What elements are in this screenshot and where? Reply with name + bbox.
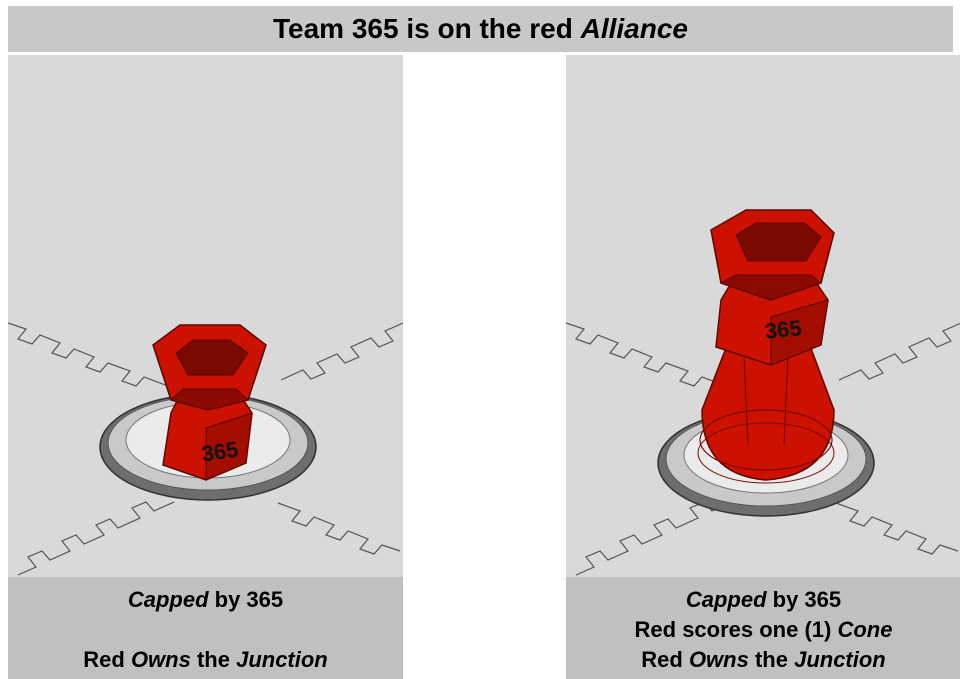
owns-c: the <box>748 647 795 672</box>
scored-cone <box>697 334 835 484</box>
right-illustration-panel: 365 <box>566 55 960 577</box>
owns-c: the <box>190 647 237 672</box>
left-illustration-panel: 365 <box>8 55 403 577</box>
title-italic: Alliance <box>580 13 688 44</box>
tile-seam-sw <box>17 501 175 576</box>
right-caption-line1: Capped by 365 <box>566 587 960 613</box>
right-caption-line3: Red Owns the Junction <box>566 647 960 673</box>
right-caption: Capped by 365 Red scores one (1) Cone Re… <box>566 577 960 679</box>
tile-seam-sw <box>575 501 733 576</box>
tile-seam-ne <box>838 322 960 381</box>
capped-rest: by 365 <box>208 587 284 612</box>
right-caption-line2: Red scores one (1) Cone <box>566 617 960 643</box>
owns-b: Owns <box>130 647 191 672</box>
tile-seam-nw <box>8 322 169 387</box>
tile-seam-ne <box>280 322 403 381</box>
cone-red <box>710 209 835 366</box>
scores-a: Red scores one (1) <box>634 617 838 642</box>
tile-seam-se <box>277 502 401 555</box>
left-caption-line1: Capped by 365 <box>8 587 403 613</box>
left-cone-label: 365 <box>200 437 240 467</box>
capped-rest: by 365 <box>766 587 842 612</box>
owns-d: Junction <box>236 647 328 672</box>
owns-b: Owns <box>688 647 749 672</box>
left-caption-line3: Red Owns the Junction <box>8 647 403 673</box>
owns-a: Red <box>83 647 131 672</box>
tile-seam-se <box>835 502 959 555</box>
capped-text: Capped <box>685 587 767 612</box>
owns-a: Red <box>641 647 689 672</box>
cone-red <box>152 324 267 481</box>
page-title: Team 365 is on the red Alliance <box>8 6 953 52</box>
capped-text: Capped <box>127 587 209 612</box>
left-caption: Capped by 365 Red Owns the Junction <box>8 577 403 679</box>
owns-d: Junction <box>794 647 886 672</box>
right-cone-label: 365 <box>764 315 803 344</box>
right-junction-illustration: 365 <box>566 209 960 576</box>
scores-b: Cone <box>837 617 893 642</box>
tile-seam-nw <box>566 322 727 387</box>
left-junction-illustration: 365 <box>8 322 403 576</box>
title-prefix: Team 365 is on the red <box>273 13 581 44</box>
